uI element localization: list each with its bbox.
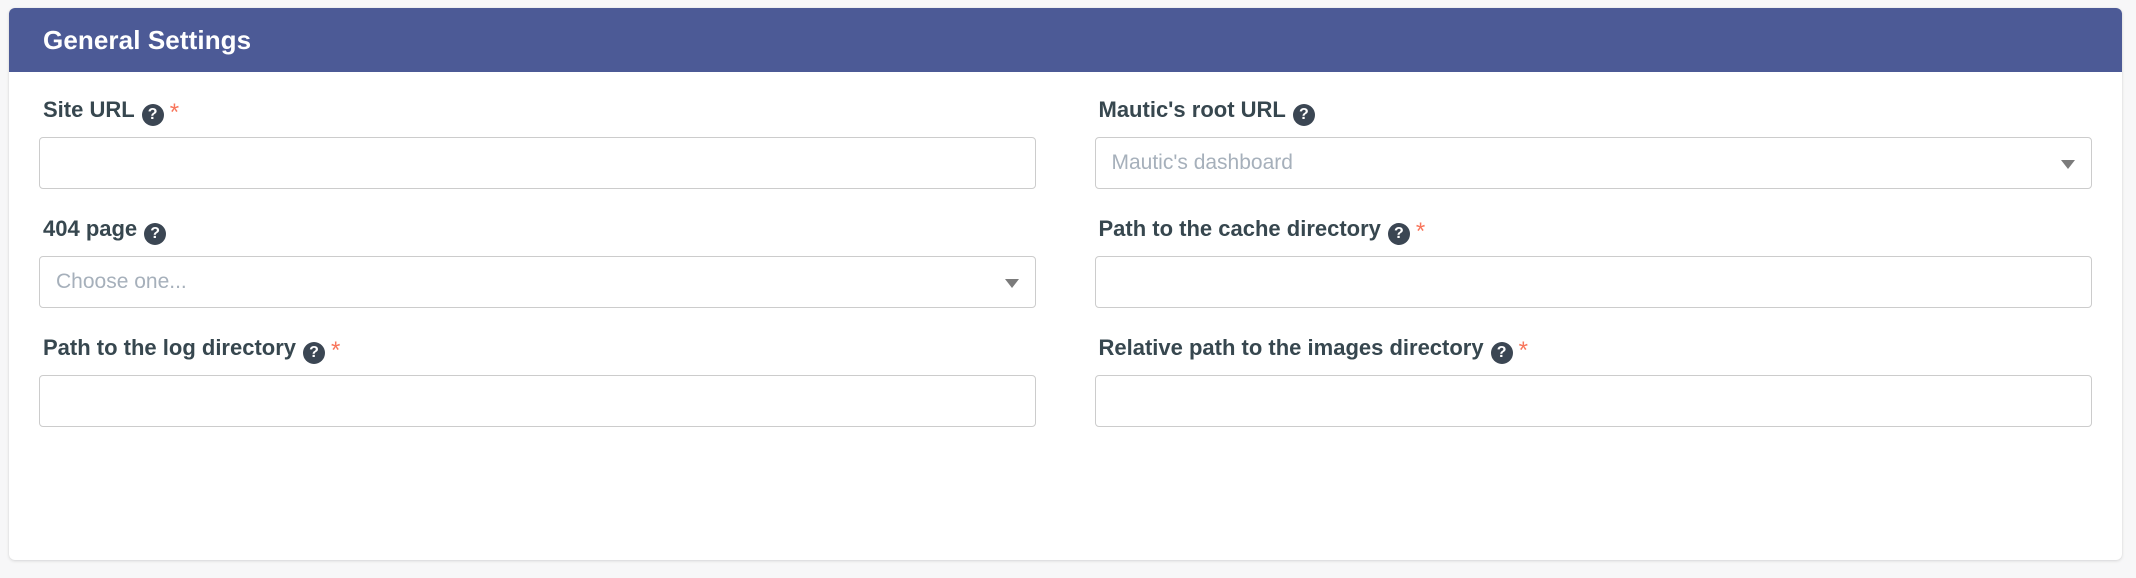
label-text: Mautic's root URL (1098, 97, 1286, 122)
site-url-input[interactable] (39, 137, 1036, 189)
field-cache-directory: Path to the cache directory?* (1094, 216, 2093, 308)
select-value: Mautic's dashboard (1094, 137, 2092, 189)
field-mautic-root-url: Mautic's root URL? Mautic's dashboard (1094, 97, 2093, 189)
label-mautic-root-url: Mautic's root URL? (1098, 97, 2093, 126)
form-column-right: Relative path to the images directory?* (1066, 335, 2093, 455)
required-asterisk: * (1518, 337, 1528, 364)
log-directory-input[interactable] (39, 375, 1036, 427)
chevron-down-icon (2061, 160, 2075, 169)
form-column-right: Path to the cache directory?* (1066, 216, 2093, 336)
cache-directory-input[interactable] (1094, 256, 2092, 308)
panel-body: Site URL?* Mautic's root URL? Mautic's d… (9, 72, 2122, 455)
panel-header: General Settings (9, 8, 2122, 72)
label-images-directory: Relative path to the images directory?* (1098, 335, 2093, 364)
chevron-down-icon (1004, 279, 1019, 288)
form-column-left: Site URL?* (39, 97, 1066, 217)
help-icon[interactable]: ? (1292, 104, 1315, 126)
404-page-select[interactable]: Choose one... (39, 256, 1036, 308)
field-404-page: 404 page? Choose one... (39, 216, 1036, 308)
label-text: Path to the cache directory (1098, 216, 1381, 241)
label-text: 404 page (43, 216, 138, 241)
page-title: General Settings (43, 25, 252, 55)
help-icon[interactable]: ? (303, 342, 326, 364)
general-settings-panel: General Settings Site URL?* Mautic's roo… (9, 8, 2122, 560)
select-value: Choose one... (39, 256, 1036, 308)
label-site-url: Site URL?* (43, 97, 1036, 126)
form-column-left: Path to the log directory?* (39, 335, 1066, 455)
form-column-left: 404 page? Choose one... (39, 216, 1066, 336)
field-site-url: Site URL?* (39, 97, 1036, 189)
label-text: Path to the log directory (43, 335, 297, 360)
label-text: Relative path to the images directory (1098, 335, 1484, 360)
label-text: Site URL (43, 97, 135, 122)
images-directory-input[interactable] (1094, 375, 2092, 427)
label-cache-directory: Path to the cache directory?* (1098, 216, 2093, 245)
required-asterisk: * (331, 337, 341, 364)
help-icon[interactable]: ? (141, 104, 164, 126)
help-icon[interactable]: ? (1490, 342, 1513, 364)
form-column-right: Mautic's root URL? Mautic's dashboard (1066, 97, 2093, 217)
mautic-root-url-select[interactable]: Mautic's dashboard (1094, 137, 2092, 189)
settings-form: Site URL?* Mautic's root URL? Mautic's d… (39, 97, 2093, 455)
label-404-page: 404 page? (43, 216, 1036, 245)
help-icon[interactable]: ? (144, 223, 167, 245)
required-asterisk: * (169, 99, 180, 126)
required-asterisk: * (1415, 218, 1426, 245)
help-icon[interactable]: ? (1387, 223, 1410, 245)
field-log-directory: Path to the log directory?* (39, 335, 1036, 427)
label-log-directory: Path to the log directory?* (43, 335, 1036, 364)
field-images-directory: Relative path to the images directory?* (1094, 335, 2093, 427)
